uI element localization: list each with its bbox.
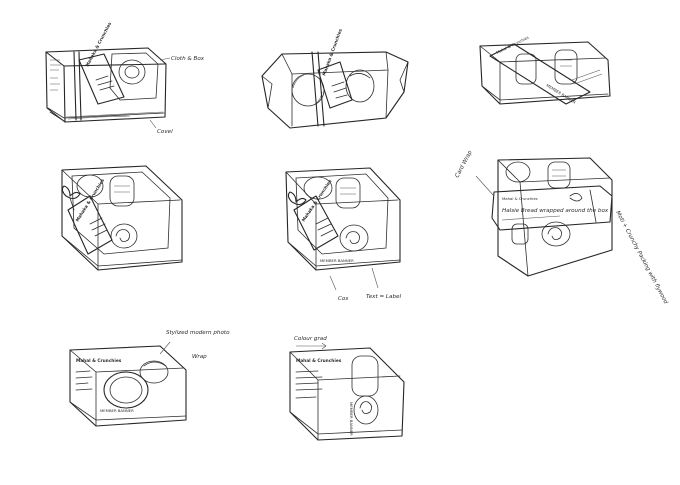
sketch-7-box: Mahal & Crunchies MEMBER BANNER Stylized… — [69, 330, 230, 427]
s6-note-right: Moti + Crunchy Packing with flywood — [614, 210, 668, 305]
sketch-8-box: Mahal & Crunchies MEMBER BANNER Colour g… — [289, 336, 405, 441]
s5-note-right: Text = Label — [366, 294, 401, 300]
sketch-6-box: Mahal & Crunchies Halsie Bread wrapped a… — [454, 150, 668, 306]
s1-tag-label: Mahaka & Crunchies — [84, 21, 113, 68]
sketch-4-box: Mahaka & Crunchies — [61, 165, 183, 271]
s6-note-left: Card Wrap — [454, 150, 473, 179]
s7-note-side: Wrap — [192, 354, 207, 360]
sketch-2-box: Mahaka & Crunchies — [261, 28, 409, 129]
s1-note-bottom: Covel — [157, 129, 173, 135]
s7-brand-label: Mahal & Crunchies — [76, 358, 122, 364]
s2-tag-label: Mahaka & Crunchies — [321, 28, 344, 77]
s4-tag-label: Mahaka & Crunchies — [75, 177, 107, 223]
s7-strip-label: MEMBER BANNER — [100, 408, 134, 413]
s5-base-label: MEMBER BANNER — [320, 258, 354, 263]
sketch-3-box: Mahal & Crunchies MEMBER BANNER — [479, 35, 611, 105]
s8-note-top: Colour grad — [294, 336, 327, 342]
s7-note-top: Stylized modern photo — [166, 330, 230, 336]
s1-note-top: Cloth & Box — [171, 56, 205, 62]
sketch-5-box: MEMBER BANNER Mahaka & Crunchies Cos Tex… — [285, 167, 401, 302]
s5-note-left: Cos — [338, 296, 348, 302]
s8-strip-label: MEMBER BANNER — [349, 402, 354, 436]
s8-brand-label: Mahal & Crunchies — [296, 358, 342, 364]
s6-band-brand: Mahal & Crunchies — [502, 196, 538, 201]
sketch-1-box: Mahaka & Crunchies Cloth & Box Covel — [45, 21, 205, 135]
s6-band-text: Halsie Bread wrapped around the box — [502, 208, 609, 214]
